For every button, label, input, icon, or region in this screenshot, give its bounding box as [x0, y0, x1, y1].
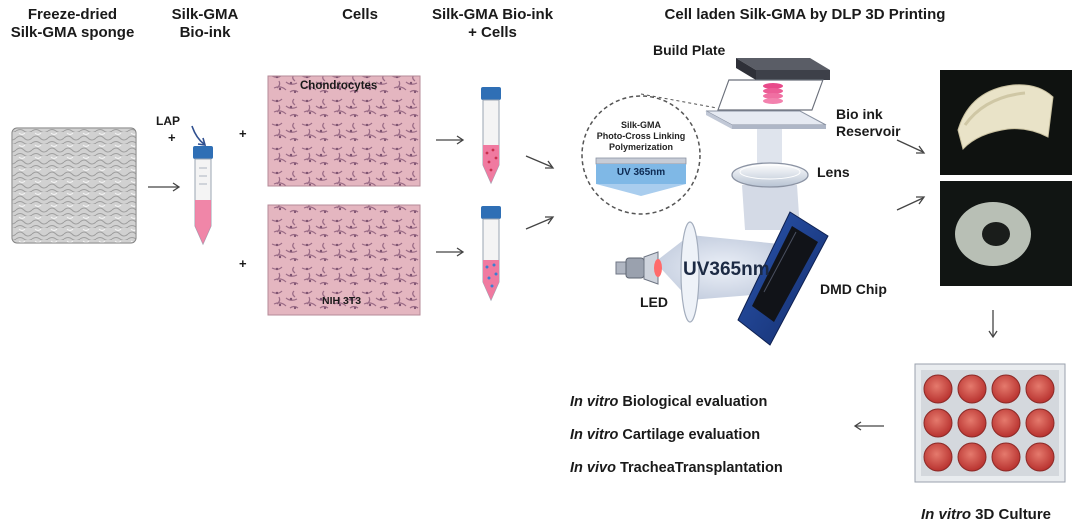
bioink-cells-tube-2-icon: [481, 206, 501, 302]
nih3t3-image: [267, 204, 421, 316]
evaluation-list: In vitro Biological evaluation In vitro …: [570, 390, 783, 481]
zoom-circle: [581, 93, 718, 215]
title-bioink-cells: Silk-GMA Bio-ink + Cells: [431, 6, 554, 41]
led-label: LED: [640, 294, 668, 310]
title-sponge: Freeze-dried Silk-GMA sponge: [10, 6, 135, 41]
culture-well: [1025, 408, 1055, 438]
plus-chondrocytes: +: [239, 126, 247, 141]
lap-label: LAP: [156, 114, 180, 128]
evaluation-item: In vitro Biological evaluation: [570, 394, 768, 410]
printed-construct-icon: [763, 83, 783, 104]
culture-well: [1025, 442, 1055, 472]
title-bioink: Silk-GMA Bio-ink: [171, 6, 239, 41]
culture-well: [957, 442, 987, 472]
culture-well: [923, 408, 953, 438]
sponge-image: [11, 127, 137, 244]
evaluation-item: In vitro Cartilage evaluation: [570, 427, 761, 443]
build-plate-label: Build Plate: [653, 42, 726, 58]
culture-well: [957, 408, 987, 438]
reservoir-label: Bio ink Reservoir: [836, 106, 901, 139]
led-icon: [615, 251, 662, 285]
bioink-tube-icon: [193, 146, 213, 246]
dmd-chip-label: DMD Chip: [820, 281, 887, 297]
led-lens: [680, 221, 700, 323]
nih3t3-label: NIH 3T3: [322, 295, 362, 307]
uv-bar-label: UV 365nm: [616, 167, 666, 178]
culture-well: [991, 408, 1021, 438]
evaluation-item: In vivo TracheaTransplantation: [570, 460, 783, 476]
arrow-tube2-to-printer: [525, 217, 553, 230]
lap-arrow: [191, 125, 205, 145]
title-cells: Cells: [342, 6, 378, 23]
arrow-to-result-1: [896, 139, 924, 153]
printed-ring-photo: [940, 181, 1072, 286]
culture-well: [991, 374, 1021, 404]
culture-well: [957, 374, 987, 404]
culture-label: In vitro 3D Culture: [921, 506, 1052, 523]
title-printing: Cell laden Silk-GMA by DLP 3D Printing: [664, 6, 946, 23]
printed-trachea-photo: [940, 70, 1072, 175]
plus-lap: +: [168, 130, 176, 145]
plus-nih3t3: +: [239, 256, 247, 271]
chondrocytes-image: [267, 75, 421, 187]
bioink-cells-tube-1-icon: [481, 87, 501, 185]
arrow-to-result-2: [896, 197, 924, 211]
arrow-tube1-to-printer: [525, 155, 553, 168]
dmd-chip-icon: [737, 211, 829, 346]
lens: [731, 162, 809, 188]
zoom-label: Silk-GMA Photo-Cross Linking Polymerizat…: [596, 120, 686, 152]
culture-well: [1025, 374, 1055, 404]
culture-well: [923, 442, 953, 472]
build-plate: [717, 58, 830, 111]
uv-beam-label: UV365nm: [683, 259, 770, 280]
culture-well: [991, 442, 1021, 472]
culture-well: [923, 374, 953, 404]
chondrocytes-label: Chondrocytes: [300, 80, 378, 92]
culture-wells: [923, 374, 1055, 472]
lens-label: Lens: [817, 164, 850, 180]
bioink-reservoir: [705, 110, 827, 129]
